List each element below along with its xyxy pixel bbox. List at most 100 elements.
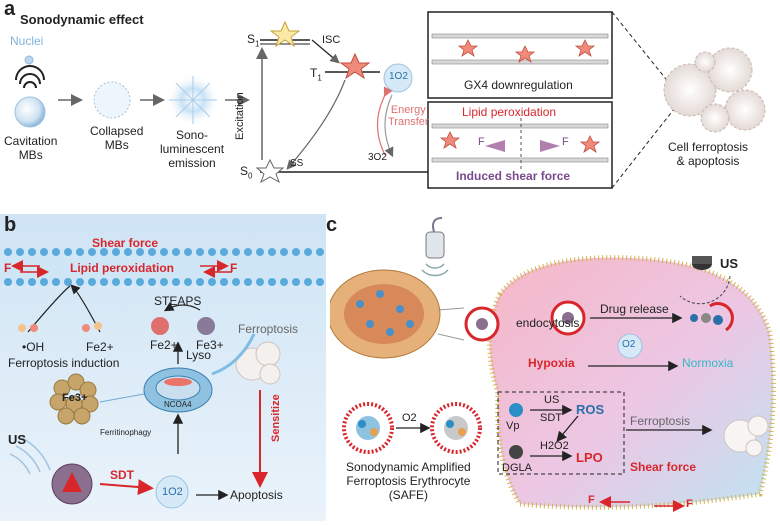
safe-particle-right-icon [430,402,482,454]
f-b-right: F [230,261,238,275]
nuclei-label: Nuclei [10,34,44,48]
o2-c-label: O2 [622,339,636,350]
energy-transfer-label: Energy Transfer [388,104,429,128]
isc-label: ISC [322,34,341,46]
cell-death-label: Cell ferroptosis & apoptosis [668,140,749,168]
collapsed-bubble-icon [93,81,131,119]
cavitation-bubble-icon [14,96,46,128]
panel-a-graphics [14,11,766,189]
lyso-label: Lyso [186,348,211,362]
ferroptosis-b-label: Ferroptosis [238,322,299,336]
membrane-upper [431,33,609,163]
o2-bubble-c-icon [617,333,643,359]
singlet-oxygen-icon [383,63,413,93]
us-wave-b-icon [9,437,51,475]
panel-c-letter: c [326,214,338,236]
fe2-ball-icon [151,317,169,335]
panel-a-letter: a [4,0,16,20]
red-star-markers [439,39,601,153]
drug-release-label: Drug release [600,302,669,316]
star-t1-icon [339,52,371,80]
shear-force-a-label: Induced shear force [456,169,571,183]
drug-release-icon [690,302,734,332]
ferritinophagy-label: Ferritinophagy [100,428,152,437]
lipid-perox-label: Lipid peroxidation [462,105,557,119]
f-left-label: F [478,136,485,148]
ferritin-cluster-icon [49,373,99,425]
vp-label: Vp [506,420,520,432]
panel-b-graphics [0,214,326,521]
us-b-label: US [8,432,27,447]
fe2-label: Fe2+ [150,338,178,352]
safe-particle-left-icon [342,402,394,454]
normoxia-label: Normoxia [682,356,734,370]
singlet-o2-label: 1O2 [389,71,408,82]
gx4-label: GX4 downregulation [464,78,573,92]
s1-label: S1 [247,32,260,49]
f-c-left: F [588,494,595,506]
collapsed-label: Collapsed MBs [90,124,144,152]
sono-label: Sono- luminescent emission [160,128,225,170]
o2-arrow-label: O2 [402,412,417,424]
ros-label: ROS [576,402,605,417]
singlet-o2-b-icon [155,475,189,509]
panel-c: c US endocytosis Drug release Hypoxia O2… [326,214,780,521]
shear-force-b-label: Shear force [92,236,159,250]
sound-wave-icon [15,65,45,89]
s0-label: S0 [240,164,253,181]
lpo-label: LPO [576,450,603,465]
ultrasound-probe-icon [421,217,449,277]
triplet-o2-label: 3O2 [368,152,387,163]
nanoparticle-icon [51,463,93,505]
shear-arrow-left [485,140,505,152]
panel-a-title: Sonodynamic effect [20,12,144,27]
sdt-b-label: SDT [110,468,134,482]
star-s1-icon [269,20,301,48]
shear-box [427,101,613,189]
apoptosis-label: Apoptosis [230,488,283,502]
tumor-tissue-icon [327,269,441,359]
us-c-label: US [720,256,739,271]
panel-a: a Sonodynamic effect Nuclei Cavitation M… [0,0,780,200]
f-b-left: F [4,261,12,275]
ferroptosis-c-label: Ferroptosis [630,414,691,428]
panel-c-graphics [327,217,776,512]
dead-cells-icon [723,415,769,457]
shear-force-c-label: Shear force [630,460,697,474]
cavitation-label: Cavitation MBs [4,134,58,162]
ferroptosis-induction-label: Ferroptosis induction [8,356,120,370]
safe-caption: Sonodynamic Amplified Ferroptosis Erythr… [346,460,471,502]
star-s0-icon [255,158,285,184]
f-right-label: F [562,136,569,148]
steaps-label: STEAPS [154,294,202,308]
vp-molecule-icon [509,403,523,417]
fe3-label: Fe3+ [196,338,224,352]
endocytosis-label: endocytosis [516,316,580,330]
f-c-right: F [686,498,693,510]
oh-label: •OH [22,340,45,354]
ncoa4-label: NCOA4 [164,400,192,409]
t1-label: T1 [310,66,322,83]
fe2-small-label: Fe2+ [86,340,114,354]
sdt-c-label: SDT [540,412,562,424]
fe3-ball-label: Fe3+ [62,392,88,404]
shear-arrow-right [540,140,560,152]
nuclei-icon [24,55,34,65]
fe3-ball-icon [197,317,215,335]
radical-dots [18,322,102,332]
mechanism-box [497,391,625,475]
ferroptosis-cell-icon [235,341,281,385]
h2o2-label: H2O2 [540,440,569,452]
ss-label: SS [290,158,304,169]
us-device-icon [679,256,731,305]
hypoxia-label: Hypoxia [528,356,575,370]
panel-b: b Shear force Lipid peroxidation F F •OH… [0,214,326,521]
cell-cluster-icon [663,47,766,133]
us-small-label: US [544,394,560,406]
singlet-o2-b-label: 1O2 [162,486,183,498]
excitation-label: Excitation [234,92,246,140]
panel-b-letter: b [4,214,17,236]
dgla-molecule-icon [509,445,523,459]
dgla-label: DGLA [502,462,532,474]
sensitize-label: Sensitize [270,394,282,442]
